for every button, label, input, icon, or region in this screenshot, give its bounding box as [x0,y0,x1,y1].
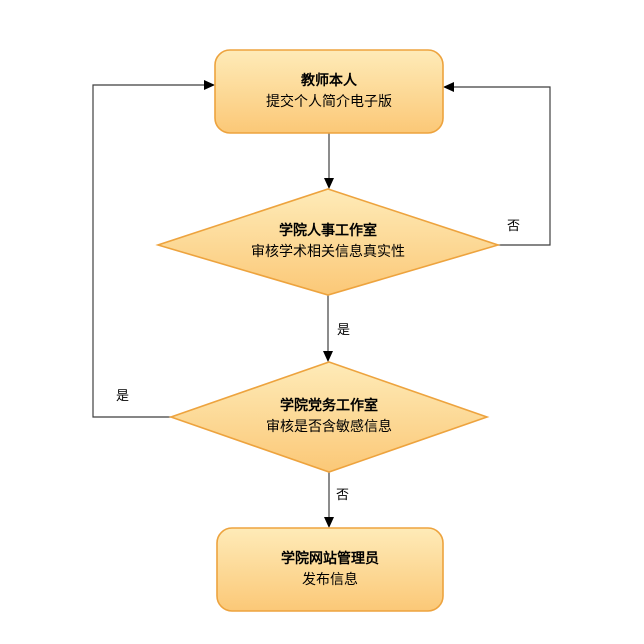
arrowhead-left-teacher-icon [443,82,454,92]
arrowhead-down-hr-icon [324,178,334,189]
edge-label-hr-yes: 是 [337,323,351,338]
node-admin-shape [216,527,444,612]
node-party-decision-shape [168,361,490,473]
edge-party-to-teacher-yes [92,84,207,418]
arrowhead-down-admin-icon [324,517,334,528]
edge-label-hr-no: 否 [507,219,521,234]
node-teacher-shape [214,49,444,134]
arrowhead-right-teacher-icon [204,80,215,90]
edge-label-party-yes: 是 [116,389,130,404]
edge-label-party-no: 否 [336,488,350,503]
node-hr-decision-shape [155,188,501,296]
edge-hr-to-teacher-no [446,86,551,246]
arrowhead-down-party-icon [323,351,333,362]
